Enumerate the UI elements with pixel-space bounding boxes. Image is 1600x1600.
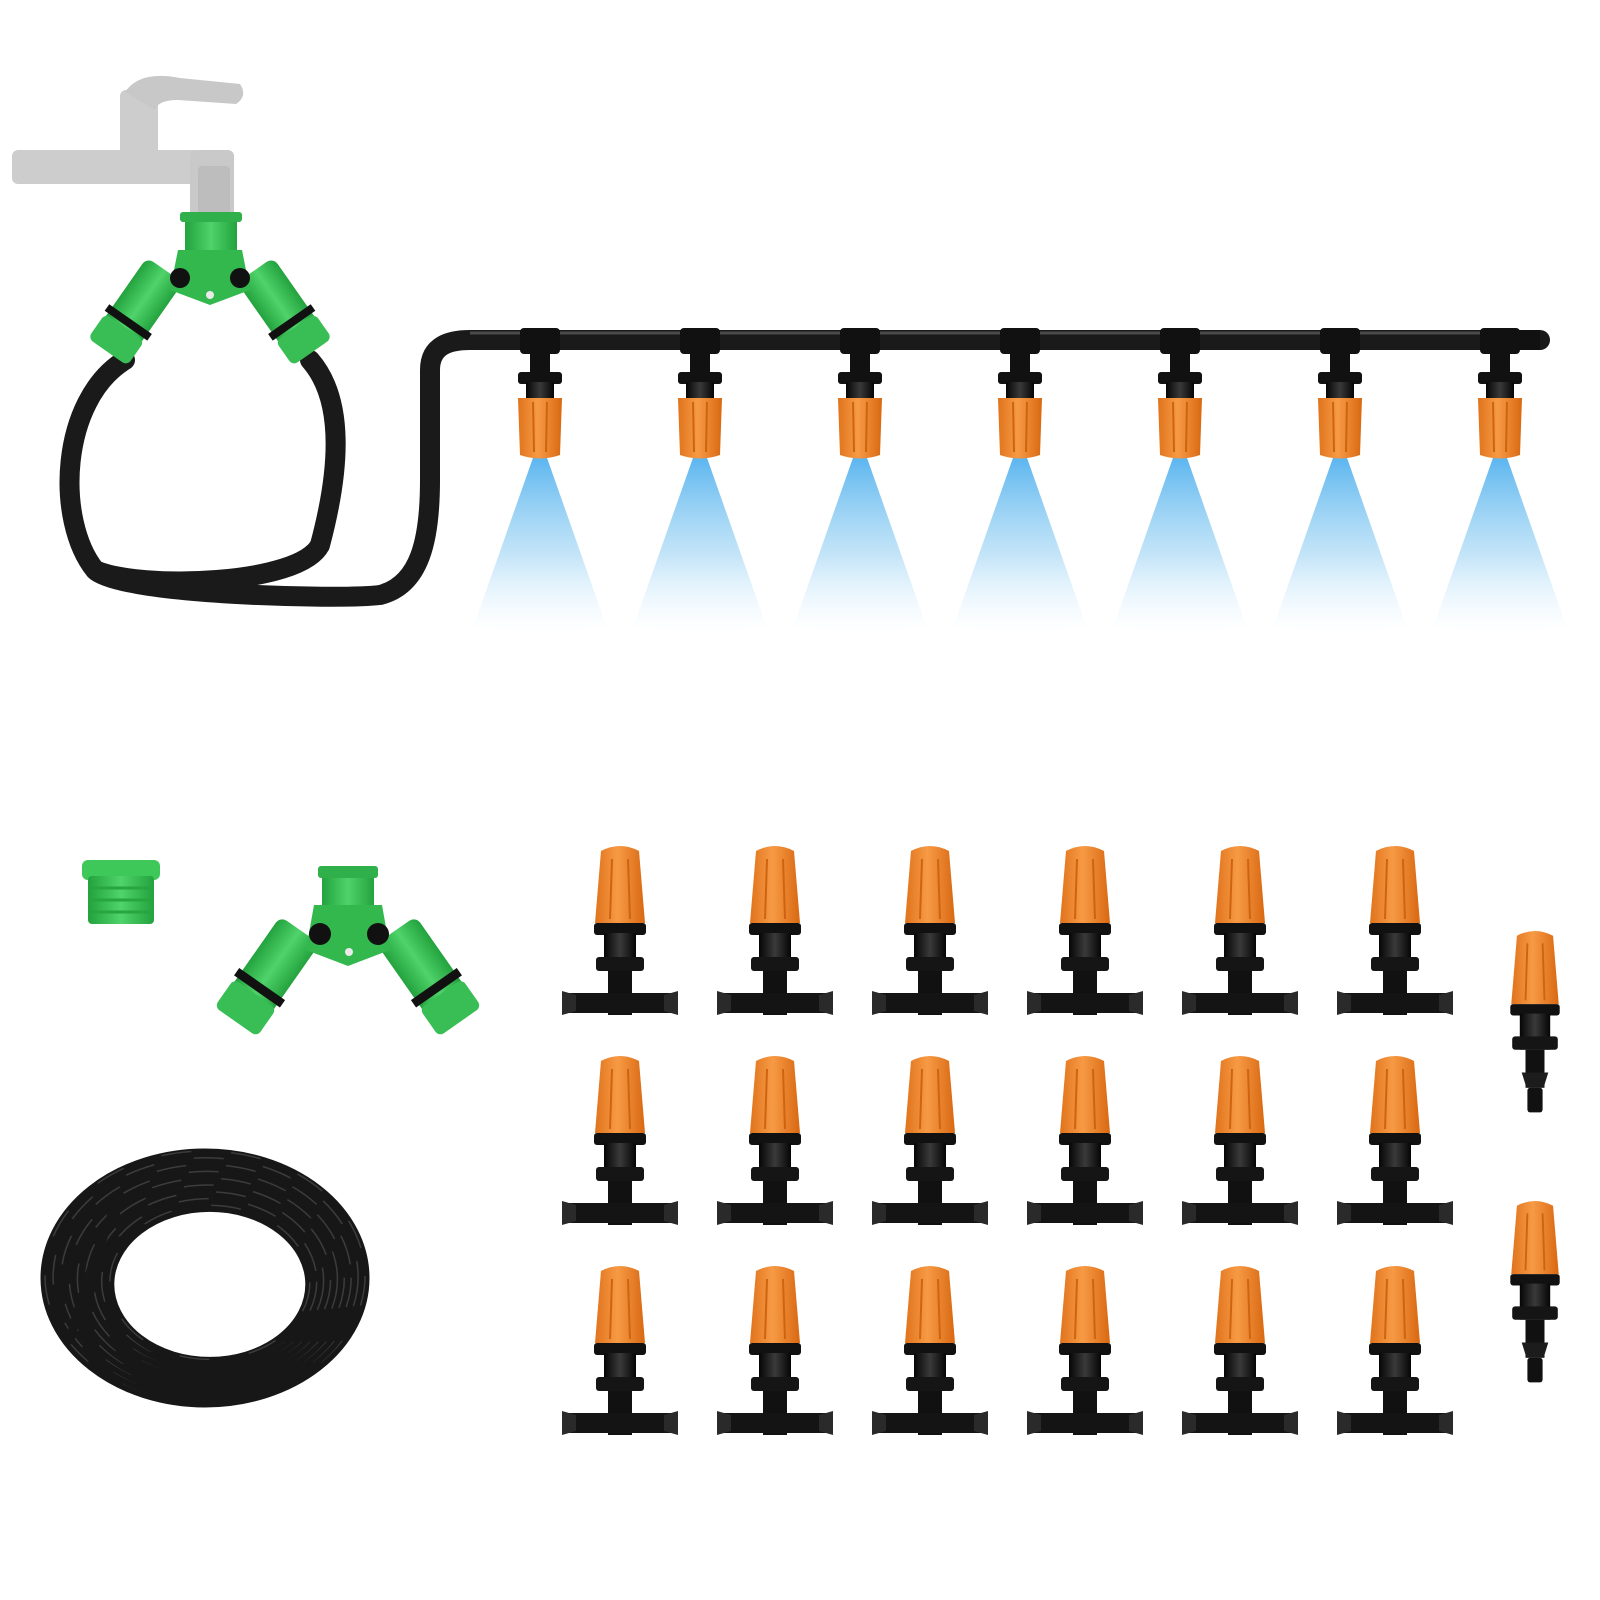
mist-nozzle-tee-icon [717,1266,833,1435]
mist-spray-icon [954,455,1086,633]
mist-nozzle-tee-icon [562,1266,678,1435]
nozzle-cap [678,398,722,459]
nozzle-cap [1478,398,1522,459]
valve-knob-icon [170,268,190,288]
mist-nozzle-tee-icon [1182,1056,1298,1225]
mist-spray-icon [634,455,766,633]
mist-nozzle [634,328,766,633]
mist-spray-icon [1114,455,1246,633]
nozzle-cap [998,398,1042,459]
main-tubing [59,330,1550,607]
end-plug [1520,330,1540,350]
mist-nozzle-tee-icon [1337,846,1453,1015]
nozzle-parts-grid [562,846,1560,1435]
tee-fitting [1000,328,1040,354]
mist-nozzle-tee-icon [1027,846,1143,1015]
thread-adapter-icon [82,860,160,924]
mist-nozzle [1274,328,1406,633]
mist-spray-icon [794,455,926,633]
tubing-end [65,1191,125,1345]
tee-fitting [1320,328,1360,354]
mist-nozzle-tee-icon [1027,1266,1143,1435]
mist-nozzle-tee-icon [562,1056,678,1225]
mist-nozzle [794,328,926,633]
nozzle-cap [838,398,882,459]
nozzle-cap [1318,398,1362,459]
valve-knob-icon [367,923,389,945]
tubing-coil-icon [40,1148,370,1408]
mist-nozzle-tee-icon [872,1056,988,1225]
assembled-system [12,75,1566,633]
mist-nozzle-tee-icon [1182,846,1298,1015]
mist-nozzle [954,328,1086,633]
nozzle-cap [518,398,562,459]
mist-nozzle-tee-icon [1337,1056,1453,1225]
mist-nozzle-row [474,328,1566,633]
mist-nozzle-end-icon [1510,1200,1560,1383]
mist-nozzle [1434,328,1566,633]
mist-spray-icon [1274,455,1406,633]
mist-nozzle [1114,328,1246,633]
valve-knob-icon [230,268,250,288]
y-splitter-icon [90,212,330,364]
mist-nozzle-tee-icon [1027,1056,1143,1225]
tee-fitting [1480,328,1520,354]
mist-nozzle-tee-icon [717,1056,833,1225]
tee-fitting [840,328,880,354]
tee-fitting [680,328,720,354]
nozzle-cap [1158,398,1202,459]
mist-nozzle-tee-icon [872,846,988,1015]
mist-nozzle-tee-icon [717,846,833,1015]
mist-nozzle-tee-icon [872,1266,988,1435]
kit-parts [40,846,1560,1435]
tee-fitting [1160,328,1200,354]
mist-spray-icon [1434,455,1566,633]
tee-fitting [520,328,560,354]
mist-nozzle [474,328,606,633]
mist-spray-icon [474,455,606,633]
mist-nozzle-tee-icon [1337,1266,1453,1435]
mist-nozzle-tee-icon [1182,1266,1298,1435]
mist-nozzle-end-icon [1510,930,1560,1113]
valve-knob-icon [309,923,331,945]
y-splitter-icon [216,866,480,1035]
faucet-icon [12,75,244,220]
mist-nozzle-tee-icon [562,846,678,1015]
